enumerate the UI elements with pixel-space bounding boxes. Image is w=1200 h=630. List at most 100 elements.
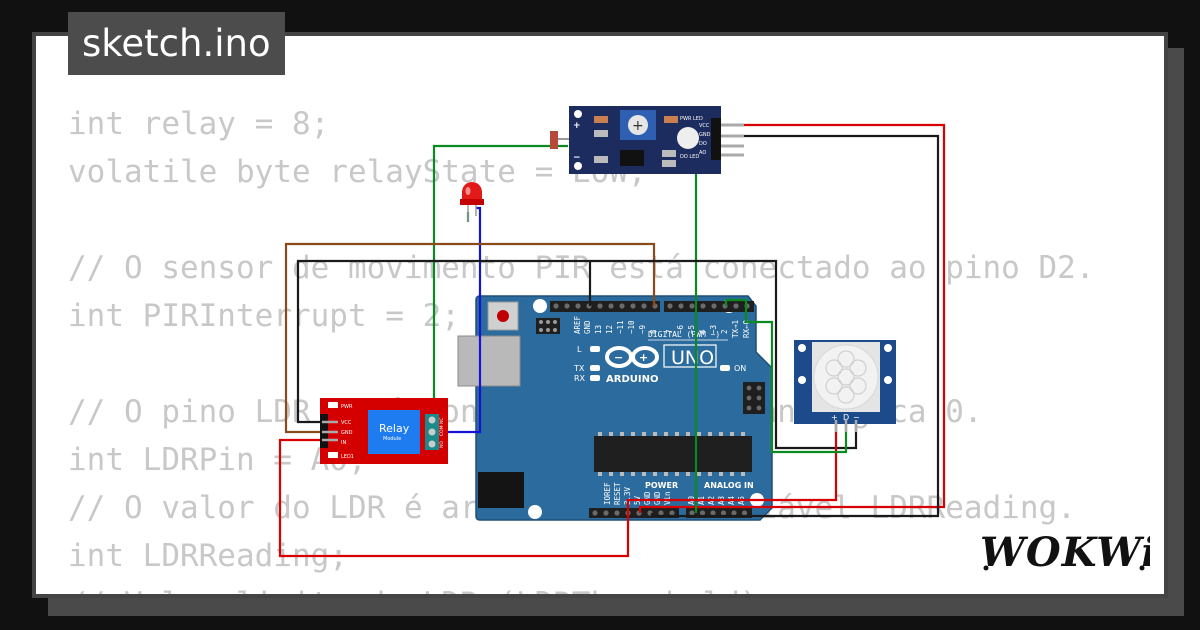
relay-pin-label: IN [341, 440, 346, 446]
pin-label: ~3 [709, 325, 718, 334]
header-pin-hole [711, 303, 717, 309]
header-pin-hole [720, 510, 727, 516]
ldr-minus-label: − [573, 153, 581, 163]
ldr-pin-label: VCC [699, 123, 710, 129]
mounting-hole [528, 505, 542, 519]
chip-pin [686, 472, 690, 476]
svg-text:+: + [639, 351, 648, 364]
wokwi-logo-text: WOKWi [980, 529, 1150, 576]
analog-section-label: ANALOG IN [704, 481, 754, 490]
uno-logo-text: UNO [671, 347, 714, 369]
ldr-status-led [677, 127, 699, 149]
relay-terminal-label: NC [439, 417, 445, 424]
relay-label: Relay [379, 422, 410, 435]
pir-pin-label: − [853, 413, 860, 422]
chip-pin [730, 432, 734, 436]
chip-pin [653, 472, 657, 476]
wokwi-logo[interactable]: WOKWi [978, 524, 1150, 576]
wire-pir-signal[interactable] [724, 298, 848, 454]
header-pin-hole [731, 510, 737, 516]
chip-pin [609, 432, 613, 436]
chip-pin [664, 432, 668, 436]
wire-relay-gnd[interactable] [296, 259, 858, 450]
relay-module[interactable]: Relay Module PWR LED1 VCC GND IN NC COM … [320, 398, 448, 464]
chip-pin [664, 472, 668, 476]
header-pin-hole [592, 510, 598, 516]
header-pin-hole [564, 303, 570, 309]
pin-label: ~6 [676, 324, 685, 334]
header-pin-hole [575, 303, 581, 309]
header-pin-hole [597, 303, 603, 309]
comparator-chip [620, 150, 644, 166]
photoresistor [550, 131, 558, 149]
header-pin-hole [678, 303, 684, 309]
red-led[interactable] [460, 182, 484, 222]
led-on [720, 365, 730, 371]
ldr-pwr-led-label: PWR LED [680, 116, 703, 122]
relay-sublabel: Module [383, 436, 401, 442]
wire-led-relay[interactable] [440, 206, 482, 434]
code-line: // O sensor de movimento PIR está conect… [68, 250, 1095, 286]
pin-label: ~11 [616, 320, 625, 334]
chip-pin [642, 432, 646, 436]
chip-pin [730, 472, 734, 476]
led-tx-label: TX [573, 364, 585, 373]
power-pin-label: GND [653, 491, 662, 505]
wire-pir-vcc[interactable] [626, 420, 838, 513]
relay-led-label: LED1 [341, 454, 354, 460]
header-pin-hole [608, 303, 614, 309]
relay-pin-label: VCC [341, 420, 352, 426]
code-preview: int relay = 8;volatile byte relayState =… [68, 100, 1095, 594]
pin-label: RX←0 [742, 319, 751, 338]
mounting-hole [533, 299, 547, 313]
relay-block [368, 410, 420, 454]
chip-pin [708, 432, 712, 436]
header-pin-hole [658, 510, 664, 516]
ldr-pin-label: GND [699, 132, 711, 138]
pir-motion-sensor[interactable]: + D − [794, 340, 896, 432]
header-pin-hole [710, 510, 716, 516]
chip-pin [631, 432, 635, 436]
header-pin-hole [667, 303, 673, 309]
wire-relay-vcc[interactable] [278, 438, 630, 558]
chip-pin [697, 432, 701, 436]
pin-label: 7 [665, 329, 674, 334]
pin-label: ~10 [627, 320, 636, 334]
power-jack [478, 472, 524, 508]
usb-connector [457, 335, 521, 387]
wire-ldr-gnd[interactable] [650, 134, 940, 518]
wire-ldr-vcc[interactable] [638, 123, 946, 513]
arduino-uno-board[interactable]: AREF GND 13 12 ~11 ~10 ~9 8 7 ~6 ~5 4 ~3… [457, 295, 773, 521]
reset-button[interactable] [497, 310, 509, 322]
pin-label: ~5 [687, 325, 696, 334]
digital-header-right [664, 301, 754, 312]
header-pin-hole [603, 510, 609, 516]
wires [278, 123, 946, 558]
header-pin-hole [741, 510, 748, 516]
chip-pin [631, 472, 635, 476]
power-pin-label: GND [643, 491, 652, 505]
chip-pin [741, 472, 745, 476]
chip-pin [708, 472, 712, 476]
pir-pin-label: + [831, 413, 838, 422]
chip-pin [697, 472, 701, 476]
wire-relay-in[interactable] [284, 242, 656, 434]
pin-label: 4 [698, 329, 707, 334]
chip-pin [653, 432, 657, 436]
pin-label: 12 [605, 325, 614, 334]
file-title-tab[interactable]: sketch.ino [68, 12, 285, 75]
svg-text:−: − [614, 351, 623, 364]
relay-led-label: PWR [341, 404, 353, 410]
ldr-sensor-module[interactable]: + − + PWR LED DO LED VCC GND DO AO [550, 106, 744, 174]
power-section-label: POWER [645, 481, 678, 490]
ldr-plus-label: + [573, 121, 581, 131]
header-pin-hole [733, 303, 739, 309]
relay-terminal-label: COM [439, 425, 445, 436]
gnd-label: GND [583, 320, 592, 334]
chip-pin [686, 432, 690, 436]
wire-relay-no[interactable] [432, 144, 568, 426]
arduino-infinity-logo [605, 346, 659, 368]
power-pin-label: 3.3V [623, 486, 632, 505]
header-pin-hole [619, 303, 625, 309]
icsp-header [743, 382, 765, 414]
